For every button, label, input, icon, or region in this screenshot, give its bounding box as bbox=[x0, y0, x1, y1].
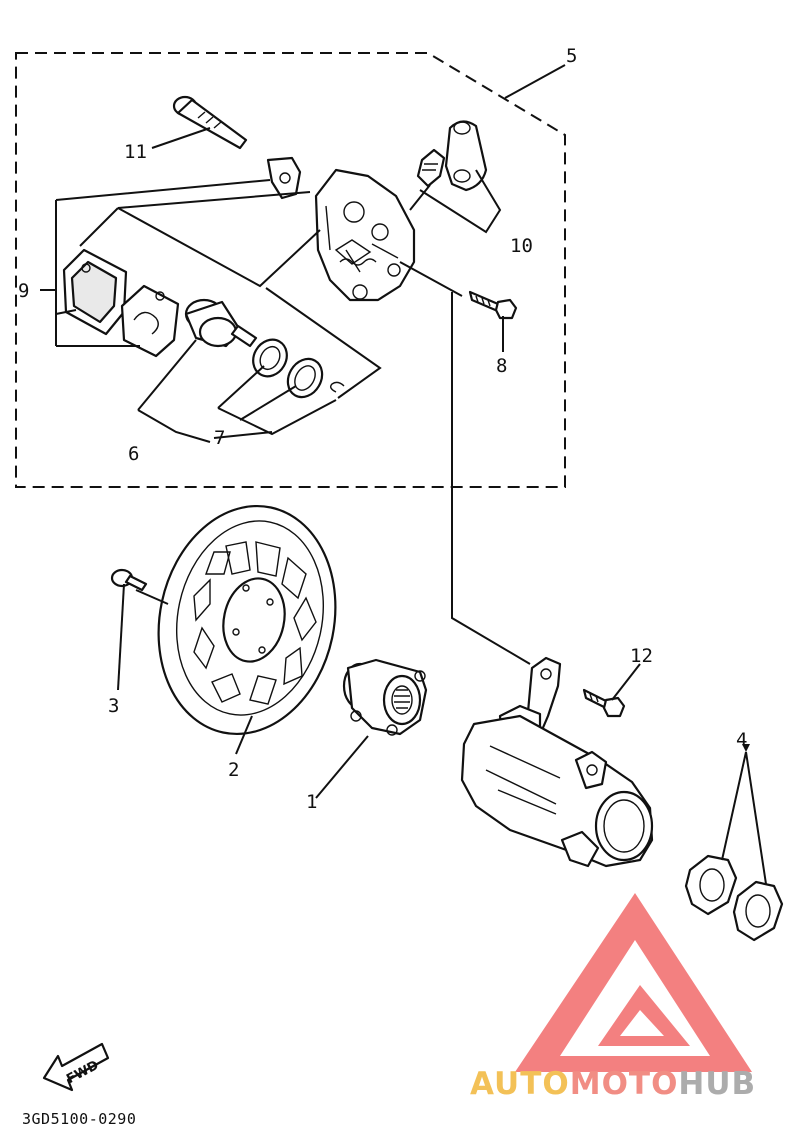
brake-pad-inner bbox=[120, 284, 180, 358]
brake-disc bbox=[157, 504, 337, 736]
callout-9: 9 bbox=[18, 280, 29, 302]
caliper-body bbox=[314, 168, 416, 302]
automotohub-watermark: AUTOMOTOHUB bbox=[470, 893, 756, 1102]
callout-10: 10 bbox=[510, 235, 533, 257]
caliper-piston bbox=[184, 298, 258, 348]
callout-5: 5 bbox=[566, 45, 577, 67]
watermark-triangle-logo bbox=[515, 893, 752, 1072]
caliper-assembly-boundary bbox=[15, 52, 566, 488]
callout-11: 11 bbox=[124, 141, 147, 163]
callout-12: 12 bbox=[630, 645, 653, 667]
callout-3: 3 bbox=[108, 695, 119, 717]
leader-lines bbox=[40, 64, 767, 885]
callout-8: 8 bbox=[496, 355, 507, 377]
caliper-support-housing bbox=[460, 714, 654, 868]
bleed-screw bbox=[416, 148, 446, 188]
callout-2: 2 bbox=[228, 759, 239, 781]
callout-1: 1 bbox=[306, 791, 317, 813]
callout-4: 4 bbox=[736, 729, 747, 751]
pad-clip bbox=[266, 156, 302, 200]
disc-bolt bbox=[110, 568, 148, 592]
pad-spring bbox=[444, 120, 488, 192]
caliper-bolt bbox=[172, 95, 248, 150]
dust-seal bbox=[286, 357, 324, 399]
callout-7: 7 bbox=[214, 427, 225, 449]
axle-nut bbox=[684, 854, 738, 916]
drawing-code: 3GD5100-0290 bbox=[22, 1110, 136, 1128]
axle-locknut bbox=[732, 880, 784, 942]
callout-6: 6 bbox=[128, 443, 139, 465]
callout-numbers: 1 2 3 4 5 6 7 8 9 10 11 12 bbox=[18, 45, 747, 813]
fwd-arrow: FWD bbox=[42, 1042, 110, 1092]
bracket-bolt bbox=[582, 688, 626, 718]
retaining-clip bbox=[329, 381, 345, 393]
caliper-mounting-bolt bbox=[468, 290, 518, 320]
brake-pad-outer bbox=[62, 248, 128, 336]
hub-flange bbox=[342, 658, 428, 736]
watermark-text: AUTOMOTOHUB bbox=[470, 1066, 756, 1102]
